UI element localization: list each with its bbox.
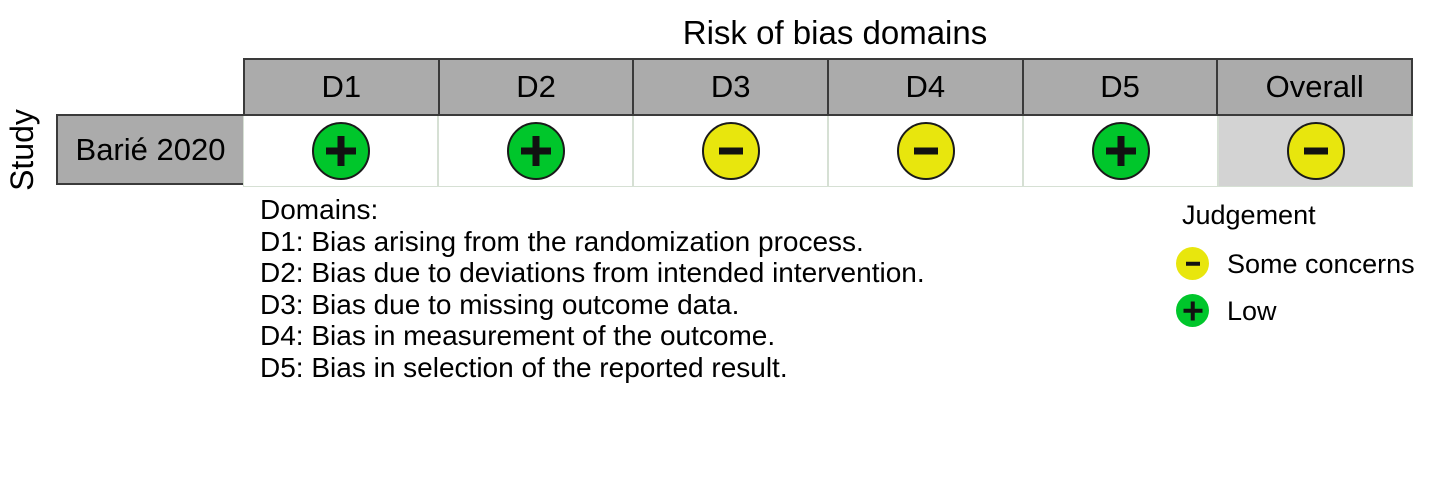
legend-label-some-concerns: Some concerns xyxy=(1227,248,1415,279)
judgement-icon-some-concerns xyxy=(701,122,760,180)
study-row-label-cell: Barié 2020 xyxy=(56,114,245,185)
cell-d2 xyxy=(438,116,633,187)
minus-icon xyxy=(704,124,758,178)
header-d4: D4 xyxy=(828,58,1023,116)
legend-icon-some-concerns xyxy=(1176,247,1209,280)
study-name: Barié 2020 xyxy=(75,131,226,167)
legend-item-some-concerns: Some concerns xyxy=(1176,240,1426,287)
header-overall: Overall xyxy=(1217,58,1414,116)
cell-d3 xyxy=(633,116,828,187)
table-header-row: D1 D2 D3 D4 D5 Overall xyxy=(243,58,1414,116)
legend-item-low: Low xyxy=(1176,287,1426,334)
plus-icon xyxy=(509,124,563,178)
legend-icon-low xyxy=(1176,294,1209,327)
judgement-icon-some-concerns xyxy=(896,122,955,180)
domains-caption-heading: Domains: xyxy=(260,194,379,225)
plus-icon xyxy=(1176,294,1209,327)
page-title: Risk of bias domains xyxy=(682,14,988,51)
minus-icon xyxy=(1176,247,1209,280)
judgement-icon-low xyxy=(311,122,370,180)
domains-caption-line-d3: D3: Bias due to missing outcome data. xyxy=(260,288,740,320)
study-axis-label: Study xyxy=(4,109,40,191)
domains-caption: Domains: D1: Bias arising from the rando… xyxy=(260,194,925,383)
judgement-icon-low xyxy=(506,122,565,180)
cell-d4 xyxy=(828,116,1023,187)
judgement-icon-some-concerns xyxy=(1286,122,1345,180)
header-d3: D3 xyxy=(633,58,829,116)
minus-icon xyxy=(1289,124,1343,178)
header-d1: D1 xyxy=(243,58,439,116)
header-d5: D5 xyxy=(1022,58,1218,116)
cell-d1 xyxy=(243,116,438,187)
legend-title: Judgement xyxy=(1182,200,1316,230)
legend-label-low: Low xyxy=(1227,295,1277,326)
plus-icon xyxy=(314,124,368,178)
domains-caption-line-d4: D4: Bias in measurement of the outcome. xyxy=(260,320,776,351)
minus-icon xyxy=(899,124,953,178)
table-row xyxy=(243,116,1413,187)
domains-caption-line-d5: D5: Bias in selection of the reported re… xyxy=(260,351,788,383)
header-d2: D2 xyxy=(438,58,634,116)
cell-d5 xyxy=(1023,116,1218,187)
risk-of-bias-table: D1 D2 D3 D4 D5 Overall xyxy=(243,58,1414,187)
domains-caption-line-d1: D1: Bias arising from the randomization … xyxy=(260,225,864,257)
domains-caption-line-d2: D2: Bias due to deviations from intended… xyxy=(260,257,925,288)
judgement-icon-low xyxy=(1091,122,1150,180)
cell-overall xyxy=(1218,116,1413,187)
legend: Judgement Some concerns Low xyxy=(1176,200,1426,334)
plus-icon xyxy=(1094,124,1148,178)
